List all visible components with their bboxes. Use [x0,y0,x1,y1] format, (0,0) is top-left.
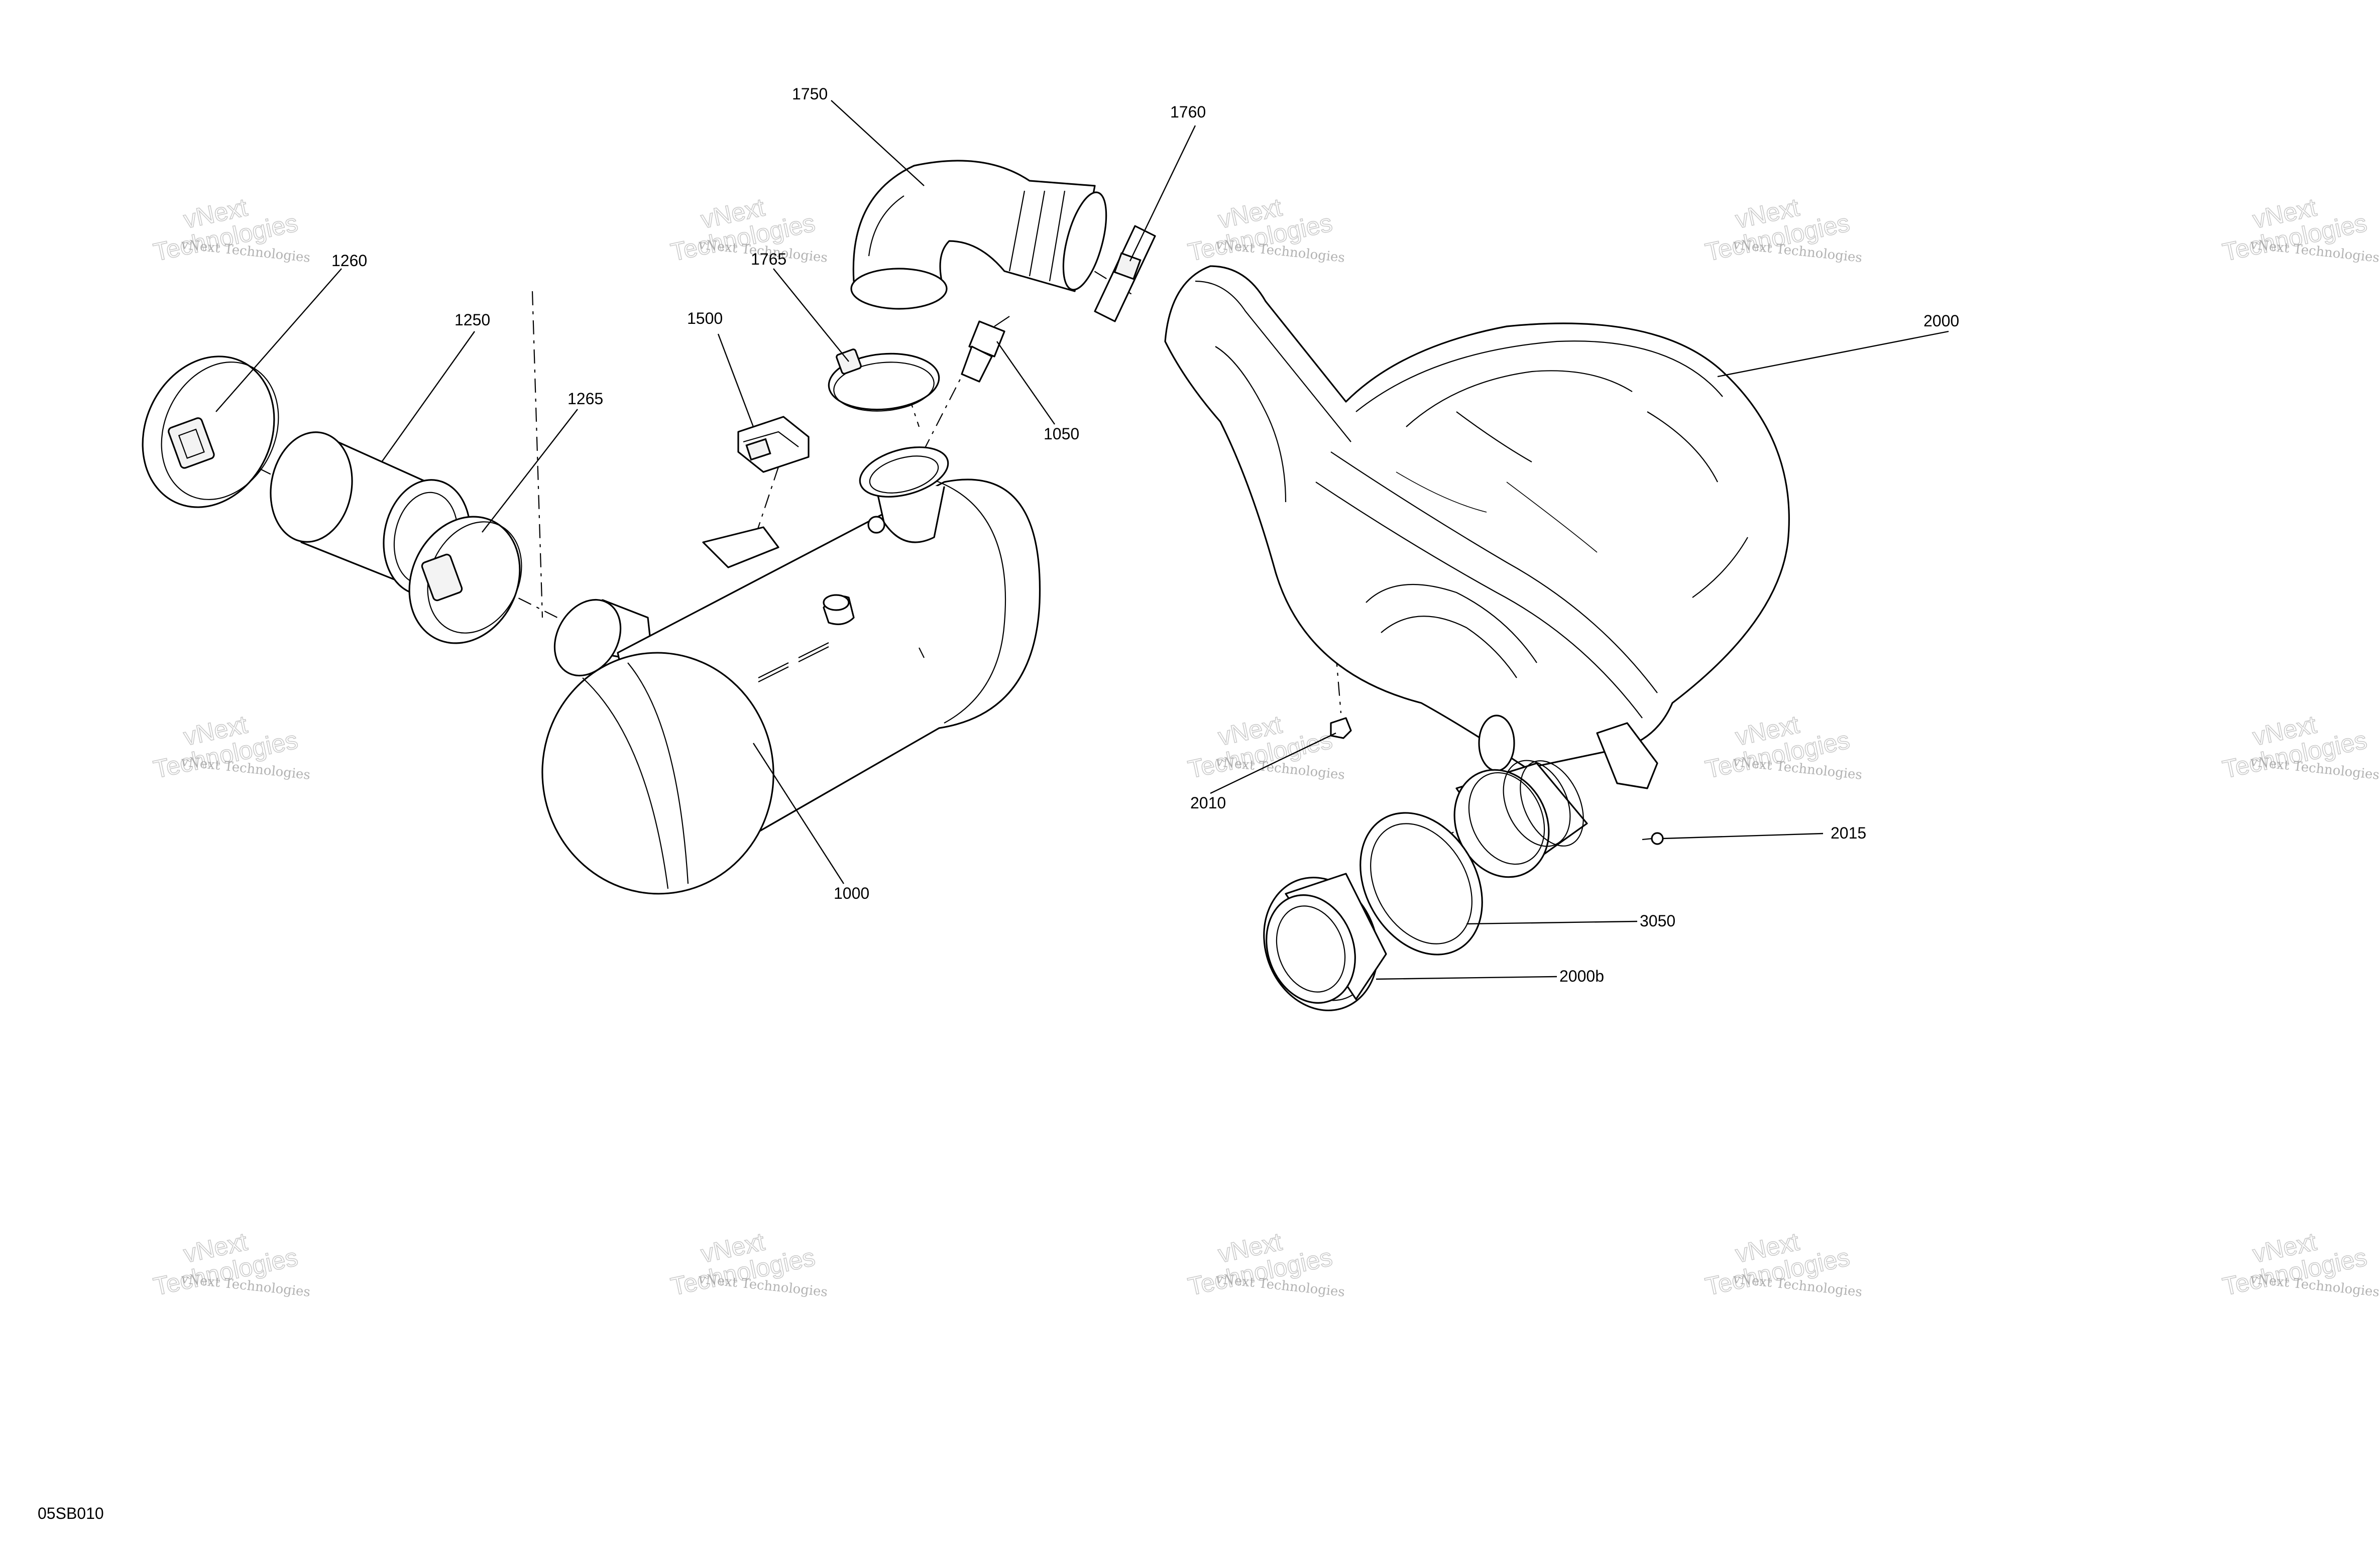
callout-3050: 3050 [1640,912,1675,930]
callout-1765: 1765 [751,250,786,268]
drawing-code: 05SB010 [38,1504,104,1522]
probe-1050-part [961,316,1010,383]
outlet-thread-part [1453,760,1588,878]
leader-lines [215,100,1949,980]
callout-2010: 2010 [1190,794,1226,812]
callout-1250: 1250 [455,311,490,329]
screw-2015-part [1642,832,1664,845]
callout-2015: 2015 [1831,824,1866,842]
clamp-1260-part [142,355,279,508]
sleeve-1250-part [270,431,471,596]
callout-2000b: 2000b [1559,967,1604,985]
silencer-2000-part [1164,265,1790,789]
callout-labels: 1750 1760 1765 1260 1250 1265 1500 1050 … [38,85,1959,1522]
callout-2000: 2000 [1923,312,1959,330]
gasket-1760-part [1094,225,1156,322]
callout-1050: 1050 [1044,425,1079,443]
callout-1760: 1760 [1170,103,1206,121]
callout-1750: 1750 [792,85,828,103]
muffler-1000-part [541,446,1041,895]
nut-2010-part [1330,717,1352,739]
locknut-2000b-part [1263,873,1387,1011]
callout-1500: 1500 [687,309,723,327]
gasket-3050-part [1359,812,1483,956]
clamp-1265-part [408,516,522,644]
callout-1265: 1265 [568,390,603,408]
callout-1260: 1260 [331,252,367,270]
elbow-1750-part [850,160,1107,310]
sensor-1500-part [737,416,810,473]
callout-1000: 1000 [834,884,869,902]
clamp-1765-part [828,348,940,412]
